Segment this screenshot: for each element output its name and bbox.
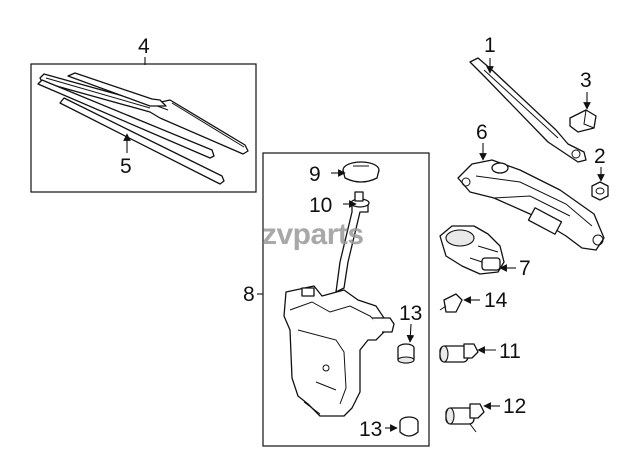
- callout-6: 6: [476, 121, 488, 144]
- watermark-logo: zvparts: [262, 218, 364, 251]
- callout-numbers: 1 2 3 4 5 6 7 8 9 10 11 12 13 13 14: [120, 34, 606, 441]
- leader-lines: [123, 57, 605, 432]
- pivot-nut[interactable]: [591, 181, 609, 201]
- callout-2: 2: [594, 145, 606, 168]
- callout-9: 9: [309, 163, 321, 186]
- filler-neck[interactable]: [335, 191, 370, 293]
- wiper-arm[interactable]: [469, 57, 587, 163]
- watermark-text: zvparts: [262, 218, 364, 251]
- washer-hose-connector[interactable]: [439, 293, 463, 313]
- callout-3: 3: [580, 69, 592, 92]
- callout-14: 14: [484, 289, 508, 312]
- grommet-upper[interactable]: [397, 343, 415, 364]
- reservoir-cap[interactable]: [342, 161, 380, 183]
- wiper-blade-box: [30, 63, 257, 193]
- callout-13-upper: 13: [399, 302, 422, 325]
- washer-reservoir[interactable]: [283, 285, 395, 417]
- callout-12: 12: [503, 395, 526, 418]
- callout-8: 8: [243, 283, 255, 306]
- callout-1: 1: [484, 34, 496, 57]
- reservoir-group-box: [262, 152, 430, 447]
- grommet-lower[interactable]: [399, 416, 419, 437]
- wiper-blade[interactable]: [39, 72, 249, 155]
- rear-washer-pump[interactable]: [445, 403, 485, 433]
- wiper-blade-insert[interactable]: [37, 79, 225, 185]
- callout-13-lower: 13: [359, 418, 382, 441]
- callout-5: 5: [120, 155, 132, 178]
- wiper-arm-cap[interactable]: [569, 109, 597, 133]
- wiper-motor[interactable]: [439, 225, 505, 275]
- callout-7: 7: [519, 257, 531, 280]
- callout-4: 4: [138, 35, 150, 58]
- wiper-blade-group: [30, 63, 257, 193]
- callout-10: 10: [309, 194, 332, 217]
- callout-11: 11: [499, 340, 521, 363]
- wiper-linkage[interactable]: [457, 159, 605, 251]
- front-washer-pump[interactable]: [439, 343, 479, 363]
